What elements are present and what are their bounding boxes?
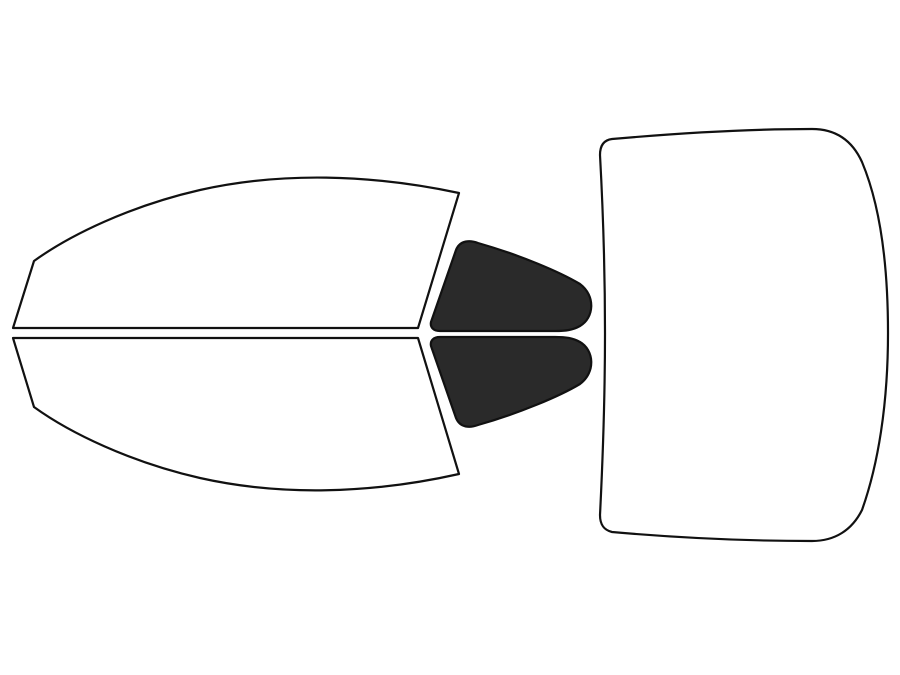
rear-left-quarter-window xyxy=(429,240,593,333)
rear-right-quarter-window xyxy=(429,335,593,428)
front-right-window xyxy=(11,336,461,492)
rear-windshield xyxy=(598,127,890,543)
front-left-window xyxy=(11,176,461,330)
